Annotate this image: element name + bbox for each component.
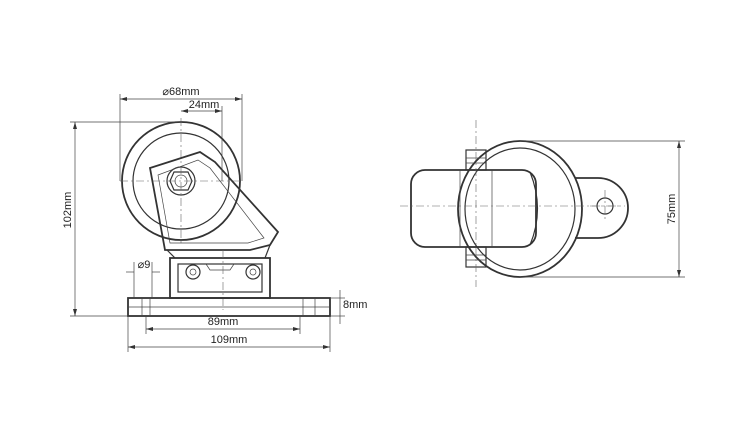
dim-plate-length: 109mm [127,316,331,352]
hole-label: ⌀9 [138,259,151,271]
fork-bracket [148,151,280,259]
dim-hole: ⌀9 [126,259,160,298]
wheel-width-label: 24mm [189,99,220,111]
plate-length-label: 109mm [211,334,248,346]
dim-plate-thickness: 8mm [330,290,367,324]
wheel [120,118,242,245]
dim-wheel-diameter: ⌀68mm [119,86,243,181]
top-plate [127,297,331,317]
top-wheel [410,169,539,248]
dim-wheel-width: 24mm [181,99,223,181]
plate-thickness-label: 8mm [343,299,367,311]
dim-plate-width: 75mm [520,140,685,278]
side-view: ⌀68mm 24mm 102mm ⌀9 [62,86,367,352]
dim-height: 102mm [62,121,181,317]
dim-hole-spacing: 89mm [145,316,301,334]
swivel-bearing [169,250,271,310]
plate-width-label: 75mm [666,194,678,225]
height-label: 102mm [62,192,74,229]
top-view: 75mm [400,120,685,287]
wheel-diameter-label: ⌀68mm [162,86,199,98]
hole-spacing-label: 89mm [208,316,239,328]
top-plate-outline [457,140,629,278]
